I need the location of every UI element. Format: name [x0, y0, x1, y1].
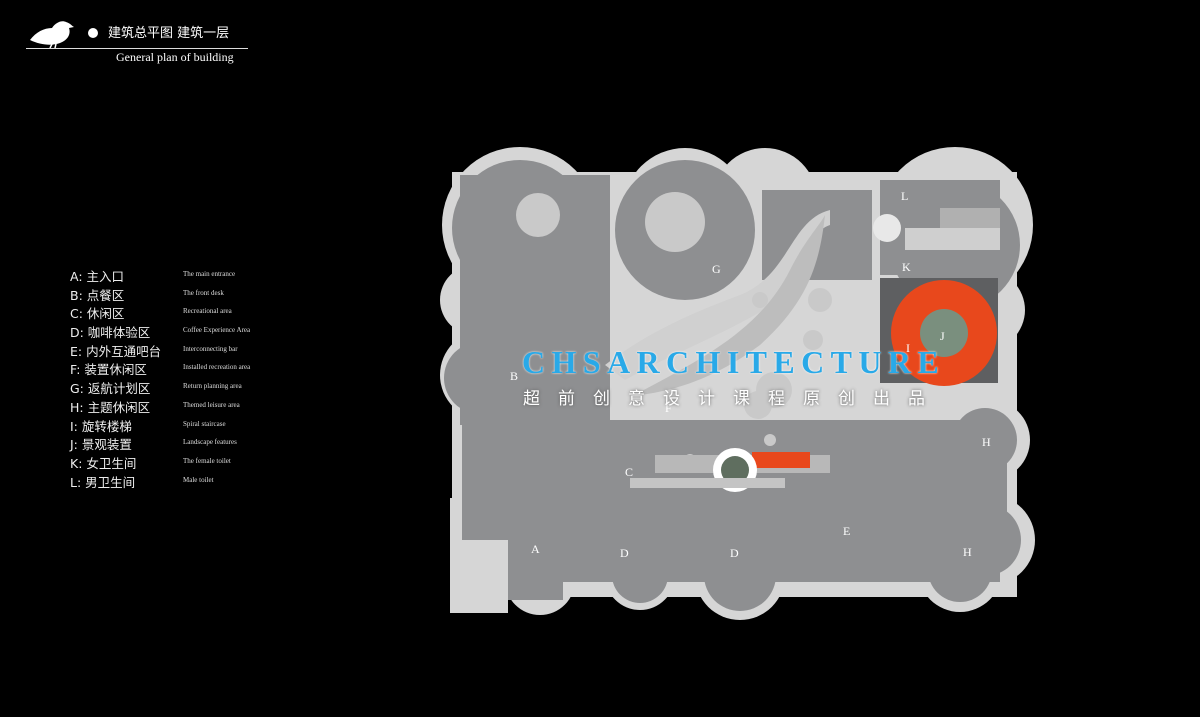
- legend-key: I: 旋转楼梯: [70, 418, 132, 434]
- legend-key: F: 装置休闲区: [70, 362, 147, 378]
- plan-letters: A B C D D E F G H H I J K L: [510, 189, 991, 560]
- page-title-en: General plan of building: [116, 50, 234, 64]
- legend-en: Installed recreation area: [183, 363, 251, 372]
- round-tables: [516, 192, 832, 466]
- legend-key: C: 休闲区: [70, 306, 125, 322]
- legend-en: Return planning area: [183, 382, 242, 391]
- legend-key: K: 女卫生间: [70, 455, 137, 471]
- bird-logo-icon: [30, 21, 74, 48]
- plan-label-l: L: [901, 189, 908, 203]
- legend-key: A: 主入口: [70, 269, 125, 284]
- plan-label-c: C: [625, 465, 633, 479]
- plan-label-d: D: [620, 546, 629, 560]
- legend-en: Spiral staircase: [183, 419, 226, 428]
- legend-en: Landscape features: [183, 438, 237, 447]
- watermark-en: CHSARCHITECTURE: [522, 344, 946, 380]
- plan-label-f: F: [665, 401, 672, 415]
- plan-label-a: A: [531, 542, 540, 556]
- plan-label-k: K: [902, 260, 911, 274]
- watermark-cn: 超前创意设计课程原创出品: [523, 389, 943, 409]
- legend-en: Coffee Experience Area: [183, 326, 251, 335]
- page-title-cn: 建筑总平图 建筑一层: [108, 26, 230, 41]
- plan-label-i: I: [906, 341, 910, 355]
- plan-label-h: H: [963, 545, 972, 559]
- bullet-dot: [88, 28, 98, 38]
- header-rule: [26, 48, 248, 49]
- landscape-strip: [640, 215, 825, 395]
- legend-key: B: 点餐区: [70, 287, 125, 303]
- legend-key: D: 咖啡体验区: [70, 325, 151, 341]
- plan-label-e: E: [843, 524, 850, 538]
- legend-en: Male toilet: [183, 475, 214, 484]
- legend-key: J: 景观装置: [70, 437, 132, 453]
- plan-label-h: H: [982, 435, 991, 449]
- legend-en: The main entrance: [183, 270, 236, 278]
- legend-key: G: 返航计划区: [70, 381, 151, 397]
- legend-key: H: 主题休闲区: [70, 399, 151, 415]
- legend-en: Themed leisure area: [183, 400, 240, 409]
- central-bar: [630, 448, 830, 492]
- legend-key: L: 男卫生间: [70, 474, 136, 490]
- toilet-fixtures: [873, 208, 1000, 250]
- curved-walkway: [605, 210, 830, 380]
- legend-key: E: 内外互通吧台: [70, 343, 162, 359]
- plan-label-d: D: [730, 546, 739, 560]
- legend-en: The female toilet: [183, 456, 231, 465]
- legend-en: The front desk: [183, 288, 224, 297]
- stair-block: [880, 278, 998, 386]
- plan-label-b: B: [510, 369, 518, 383]
- legend-en: Interconnecting bar: [183, 344, 238, 353]
- plan-label-g: G: [712, 262, 721, 276]
- plan-label-j: J: [940, 329, 945, 343]
- legend-en: Recreational area: [183, 307, 232, 316]
